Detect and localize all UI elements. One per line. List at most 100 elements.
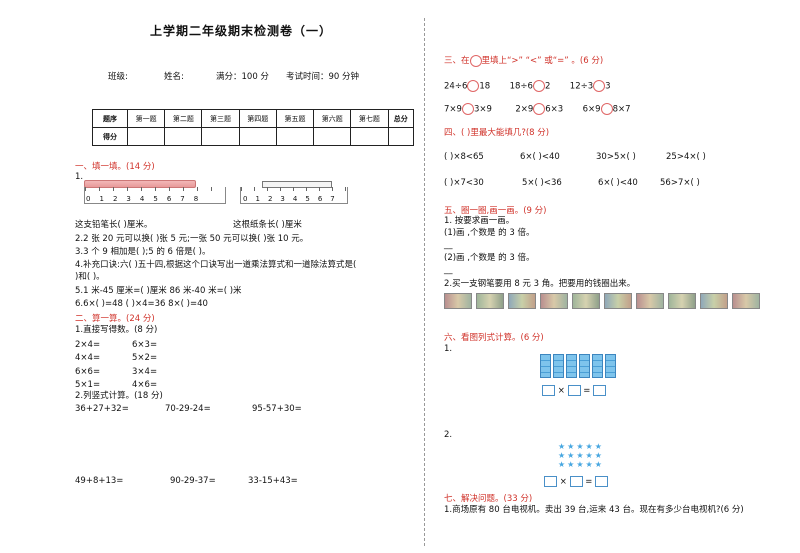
cube-stack-icon xyxy=(592,354,603,378)
answer-box[interactable] xyxy=(593,385,607,396)
score-table-header: 题序 第一题 第二题 第三题 第四题 第五题 第六题 第七题 总分 xyxy=(92,109,415,128)
cube-stack-icon xyxy=(605,354,616,378)
score-table-cell: 第三题 xyxy=(201,109,240,128)
calc-item: 2×4= xyxy=(75,340,101,350)
score-table: 题序 第一题 第二题 第三题 第四题 第五题 第六题 第七题 总分 得分 xyxy=(92,109,415,146)
circle-blank[interactable] xyxy=(593,80,606,92)
circle-blank[interactable] xyxy=(600,103,613,115)
section-2-heading: 二、算一算。(24 分) xyxy=(75,314,155,324)
star-group-image: ★★★★★ ★★★★★ ★★★★★ xyxy=(558,442,604,469)
max-fill-item: 25>4×( ) xyxy=(666,152,706,162)
answer-box[interactable] xyxy=(542,385,555,396)
score-row-label: 得分 xyxy=(92,127,128,146)
score-table-row: 得分 xyxy=(92,127,415,146)
draw-item-1: (1)画 ,个数是 的 3 倍。 xyxy=(444,228,535,238)
money-row xyxy=(444,293,789,313)
money-question: 2.买一支钢笔要用 8 元 3 角。把要用的钱圈出来。 xyxy=(444,279,636,289)
circle-icon xyxy=(469,54,482,67)
full-score: 满分：100 分 xyxy=(216,72,269,82)
page-title: 上学期二年级期末检测卷（一） xyxy=(150,24,333,38)
star-row: ★★★★★ xyxy=(558,460,604,469)
section-5-heading: 五、圈一圈,画一画。(9 分) xyxy=(444,206,547,216)
banknote-image[interactable] xyxy=(604,293,632,309)
q1-number: 1. xyxy=(75,172,84,182)
vertical-calc: 90-29-37= xyxy=(170,476,216,486)
score-table-cell: 第六题 xyxy=(313,109,352,128)
score-cell-empty[interactable] xyxy=(126,127,166,146)
score-cell-empty[interactable] xyxy=(313,127,352,146)
score-cell-empty[interactable] xyxy=(238,127,277,146)
circle-blank[interactable] xyxy=(467,80,480,92)
calc-right-list: 6×3= 5×2= 3×4= 4×6= xyxy=(132,339,157,392)
vertical-calc: 95-57+30= xyxy=(252,404,302,414)
cube-stack-icon xyxy=(579,354,590,378)
max-fill-item: 56>7×( ) xyxy=(660,178,700,188)
word-problem-1: 1.商场原有 80 台电视机。卖出 39 台,运来 43 台。现在有多少台电视机… xyxy=(444,505,744,515)
banknote-image[interactable] xyxy=(732,293,760,309)
exam-time: 考试时间：90 分钟 xyxy=(286,72,360,82)
circle-blank[interactable] xyxy=(532,80,545,92)
calc-left-list: 2×4= 4×4= 6×6= 5×1= xyxy=(75,339,100,392)
circle-blank[interactable] xyxy=(533,103,546,115)
equation-1: × = xyxy=(542,385,607,397)
vertical-calc: 33-15+43= xyxy=(248,476,298,486)
draw-item-2: (2)画 ,个数是 的 3 倍。 xyxy=(444,253,535,263)
score-table-cell: 第四题 xyxy=(238,109,277,128)
banknote-image[interactable] xyxy=(476,293,504,309)
circle-blank[interactable] xyxy=(461,103,474,115)
answer-box[interactable] xyxy=(567,385,581,396)
banknote-image[interactable] xyxy=(508,293,536,309)
question-5: 5.1 米-45 厘米=( )厘米 86 米-40 米=( )米 xyxy=(75,286,242,296)
banknote-image[interactable] xyxy=(700,293,728,309)
column-divider xyxy=(424,18,425,546)
calc-item: 6×3= xyxy=(132,340,158,350)
cube-stack-icon xyxy=(566,354,577,378)
star-row: ★★★★★ xyxy=(558,442,604,451)
score-cell-empty[interactable] xyxy=(164,127,203,146)
score-cell-empty[interactable] xyxy=(201,127,240,146)
dash-line: __ xyxy=(444,265,453,275)
banknote-image[interactable] xyxy=(444,293,472,309)
q1-strip-text: 这根纸条长( )厘米 xyxy=(233,220,302,230)
star-row: ★★★★★ xyxy=(558,451,604,460)
score-table-cell: 第二题 xyxy=(164,109,203,128)
max-fill-item: ( )×7<30 xyxy=(444,178,484,188)
question-3: 3.3 个 9 相加是( );5 的 6 倍是( )。 xyxy=(75,247,211,257)
answer-box[interactable] xyxy=(569,476,583,487)
section-4-heading: 四、( )里最大能填几?(8 分) xyxy=(444,128,550,138)
max-fill-item: 5×( )<36 xyxy=(522,178,562,188)
calc-1-heading: 1.直接写得数。(8 分) xyxy=(75,325,158,335)
dash-line: __ xyxy=(444,240,453,250)
question-6: 6.6×( )=48 ( )×4=36 8×( )=40 xyxy=(75,299,208,309)
banknote-image[interactable] xyxy=(636,293,664,309)
max-fill-item: 30>5×( ) xyxy=(596,152,636,162)
answer-box[interactable] xyxy=(544,476,557,487)
vertical-calc: 70-29-24= xyxy=(165,404,211,414)
calc-item: 5×1= xyxy=(75,379,101,390)
section-7-heading: 七、解决问题。(33 分) xyxy=(444,494,533,504)
calc-item: 3×4= xyxy=(132,366,158,377)
answer-box[interactable] xyxy=(595,476,609,487)
banknote-image[interactable] xyxy=(668,293,696,309)
banknote-image[interactable] xyxy=(540,293,568,309)
class-label: 班级: xyxy=(108,72,128,82)
score-cell-empty[interactable] xyxy=(350,127,389,146)
cube-stack-icon xyxy=(553,354,564,378)
equation-2: × = xyxy=(544,476,609,488)
name-label: 姓名: xyxy=(164,72,184,82)
calc-item: 5×2= xyxy=(132,353,158,364)
score-table-cell: 总分 xyxy=(387,109,415,128)
banknote-image[interactable] xyxy=(572,293,600,309)
calc-item: 4×6= xyxy=(132,379,158,390)
calc-item: 4×4= xyxy=(75,353,101,364)
q1-pencil-text: 这支铅笔长( )厘米。 xyxy=(75,220,153,230)
score-cell-empty[interactable] xyxy=(275,127,315,146)
score-cell-empty[interactable] xyxy=(387,127,415,146)
draw-heading: 1. 按要求画一画。 xyxy=(444,216,515,226)
section-1-heading: 一、填一填。(14 分) xyxy=(75,162,155,172)
score-table-cell: 题序 xyxy=(92,109,128,128)
cube-group-image xyxy=(540,354,618,382)
calc-item: 6×6= xyxy=(75,366,101,377)
